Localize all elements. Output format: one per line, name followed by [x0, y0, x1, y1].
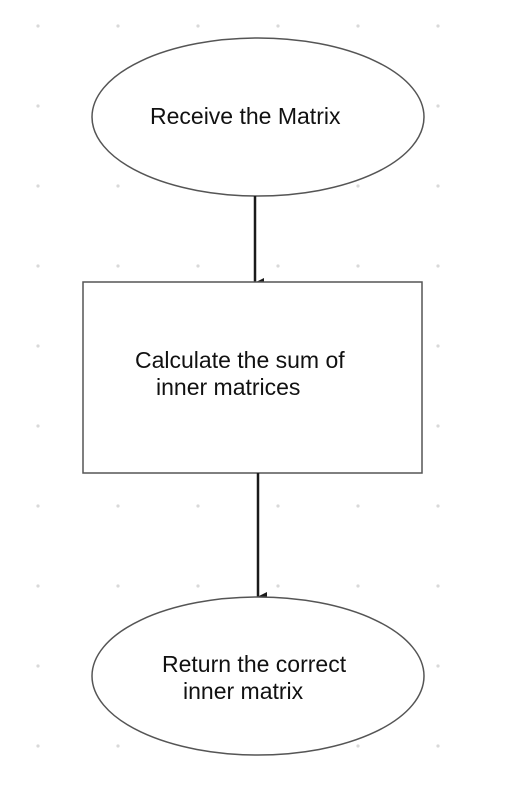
grid-dot [356, 24, 360, 28]
process-node-rect[interactable] [82, 281, 423, 474]
end-node-label-line1: Return the correct [162, 651, 347, 677]
grid-dot [436, 264, 440, 268]
grid-dot [356, 264, 360, 268]
grid-dot [356, 744, 360, 748]
grid-dot [436, 584, 440, 588]
grid-dot [436, 104, 440, 108]
process-node-label-line2: inner matrices [156, 374, 301, 400]
start-node-ellipse[interactable] [91, 37, 425, 197]
grid-dot [436, 744, 440, 748]
grid-dot [36, 504, 40, 508]
end-node-label-line2: inner matrix [183, 678, 304, 704]
grid-dot [276, 24, 280, 28]
grid-dot [356, 504, 360, 508]
grid-dot [276, 264, 280, 268]
grid-dot [116, 184, 120, 188]
grid-dot [196, 584, 200, 588]
grid-dot [276, 504, 280, 508]
process-node-label-line1: Calculate the sum of [135, 347, 345, 373]
grid-dot [436, 504, 440, 508]
grid-dot [196, 504, 200, 508]
grid-dot [36, 584, 40, 588]
grid-dot [436, 424, 440, 428]
grid-dot [36, 104, 40, 108]
grid-dot [356, 584, 360, 588]
grid-dot [36, 664, 40, 668]
grid-dot [436, 664, 440, 668]
grid-dot [196, 24, 200, 28]
grid-dot [36, 264, 40, 268]
grid-dot [436, 184, 440, 188]
grid-dot [116, 744, 120, 748]
grid-dot [116, 504, 120, 508]
grid-dot [436, 24, 440, 28]
grid-dot [36, 424, 40, 428]
grid-dot [36, 24, 40, 28]
end-node-ellipse[interactable] [91, 596, 425, 756]
grid-dot [196, 264, 200, 268]
grid-dot [276, 584, 280, 588]
grid-dot [436, 344, 440, 348]
grid-dot [36, 184, 40, 188]
start-node-label: Receive the Matrix [150, 103, 341, 129]
grid-dot [36, 344, 40, 348]
grid-dot [116, 584, 120, 588]
grid-dot [116, 264, 120, 268]
grid-dot [356, 184, 360, 188]
grid-dot [36, 744, 40, 748]
grid-dot [116, 24, 120, 28]
